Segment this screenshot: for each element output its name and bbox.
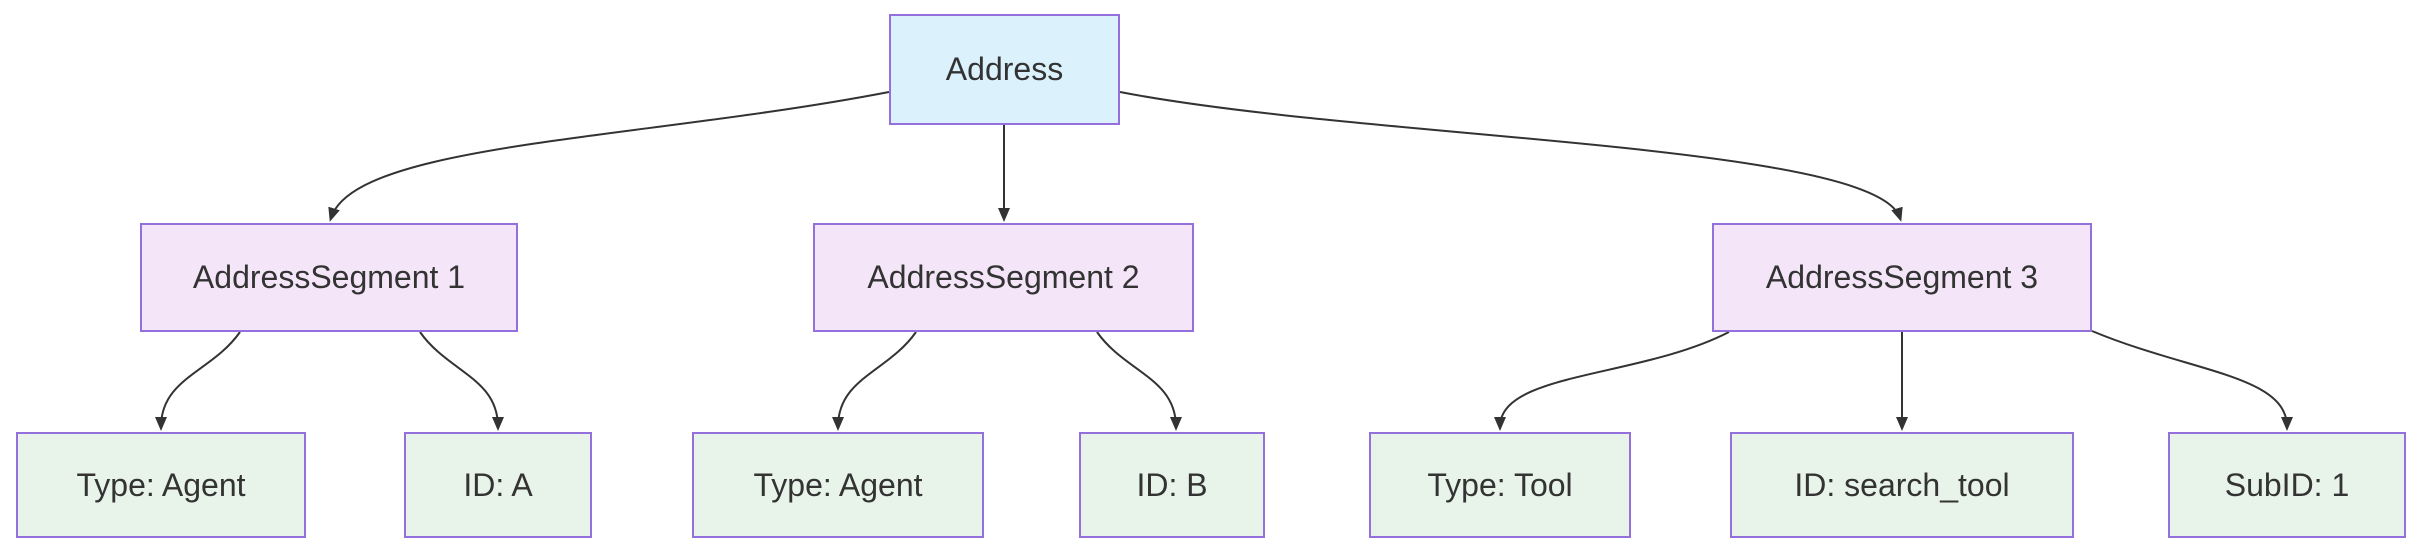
node-seg1-type: Type: Agent	[16, 432, 306, 538]
edge-segment3-subid	[2091, 330, 2293, 431]
node-seg2-id: ID: B	[1079, 432, 1265, 538]
node-seg3-id-label: ID: search_tool	[1794, 466, 2010, 503]
edge-segment1-type	[155, 331, 241, 431]
node-seg1-id: ID: A	[404, 432, 592, 538]
edge-address-segment1	[328, 91, 890, 222]
node-address-segment-2: AddressSegment 2	[813, 223, 1194, 332]
node-seg1-id-label: ID: A	[463, 466, 533, 503]
node-address-segment-3: AddressSegment 3	[1712, 223, 2092, 332]
edge-segment2-type	[832, 331, 917, 431]
edge-address-segment3	[1119, 91, 1903, 222]
edge-segment3-type	[1494, 331, 1730, 431]
node-seg2-type: Type: Agent	[692, 432, 984, 538]
node-seg3-type-label: Type: Tool	[1427, 466, 1573, 503]
node-seg3-subid: SubID: 1	[2168, 432, 2406, 538]
node-seg2-type-label: Type: Agent	[753, 466, 923, 503]
node-address-segment-1: AddressSegment 1	[140, 223, 518, 332]
edge-segment1-id	[419, 331, 504, 431]
node-address: Address	[889, 14, 1120, 125]
node-seg2-id-label: ID: B	[1136, 466, 1208, 503]
node-address-segment-2-label: AddressSegment 2	[867, 259, 1140, 296]
node-seg3-type: Type: Tool	[1369, 432, 1631, 538]
node-address-segment-3-label: AddressSegment 3	[1765, 259, 2039, 296]
node-address-label: Address	[945, 51, 1064, 88]
node-seg3-subid-label: SubID: 1	[2224, 466, 2350, 503]
node-seg1-type-label: Type: Agent	[76, 466, 246, 503]
node-address-segment-1-label: AddressSegment 1	[192, 259, 466, 296]
edge-segment2-id	[1096, 331, 1182, 431]
node-seg3-id: ID: search_tool	[1730, 432, 2074, 538]
